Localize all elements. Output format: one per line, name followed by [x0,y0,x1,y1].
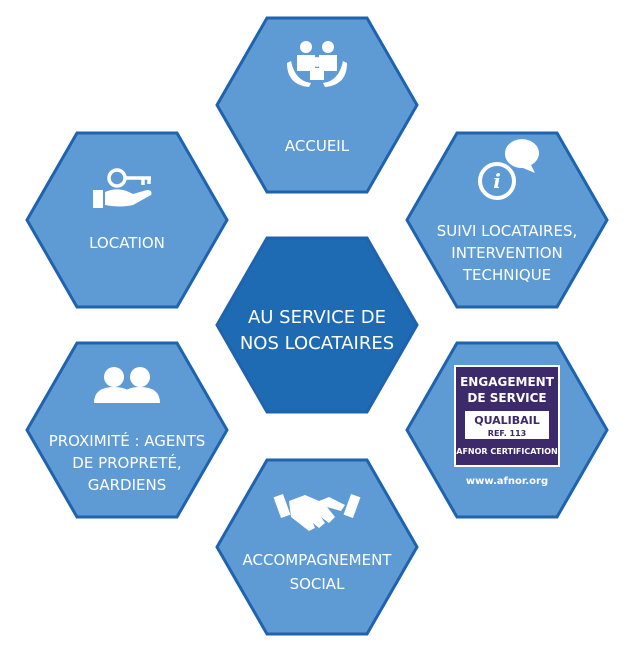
svg-text:i: i [493,169,501,193]
hex-location-label-1: LOCATION [89,234,165,252]
afnor-url: www.afnor.org [466,476,548,487]
hex-center: AU SERVICE DE NOS LOCATAIRES [215,236,419,414]
hex-proximite-label-3: GARDIENS [88,476,167,494]
badge-qualibail-box [465,411,549,439]
badge-ref: REF. 113 [488,429,526,438]
afnor-badge: ENGAGEMENT DE SERVICE QUALIBAIL REF. 113… [454,365,560,467]
hex-accompagnement-label-2: SOCIAL [290,575,345,593]
info-speech-bubble-icon: i [478,139,539,200]
hex-location-shape [25,131,229,309]
hex-suivi-label-2: INTERVENTION [451,244,562,262]
badge-line-1: ENGAGEMENT [460,375,555,389]
hex-accompagnement-label-1: ACCOMPAGNEMENT [243,551,393,569]
hex-proximite-label-1: PROXIMITÉ : AGENTS [49,431,206,450]
hex-accueil-shape [215,16,419,194]
badge-qualibail: QUALIBAIL [474,414,540,427]
handshake-icon [273,493,361,531]
center-label-1: AU SERVICE DE [248,307,386,328]
hex-suivi-label-1: SUIVI LOCATAIRES, [437,222,577,240]
center-label-2: NOS LOCATAIRES [240,333,394,354]
hex-accueil-label-1: ACCUEIL [285,137,350,155]
hex-engagement: ENGAGEMENT DE SERVICE QUALIBAIL REF. 113… [405,341,609,519]
family-hands-icon [287,41,347,87]
hex-accompagnement-shape [215,458,419,636]
key-hand-icon [93,168,152,208]
two-people-icon [94,367,160,403]
hex-accompagnement: ACCOMPAGNEMENT SOCIAL [215,458,419,636]
hex-proximite: PROXIMITÉ : AGENTS DE PROPRETÉ, GARDIENS [25,341,229,519]
badge-afnor: AFNOR CERTIFICATION [456,447,557,456]
hex-suivi: i SUIVI LOCATAIRES, INTERVENTION TECHNIQ… [405,131,609,309]
hex-proximite-label-2: DE PROPRETÉ, [72,453,181,472]
hex-suivi-label-3: TECHNIQUE [462,266,551,284]
hex-location: LOCATION [25,131,229,309]
badge-line-2: DE SERVICE [467,391,546,405]
hex-accueil: ACCUEIL [215,16,419,194]
